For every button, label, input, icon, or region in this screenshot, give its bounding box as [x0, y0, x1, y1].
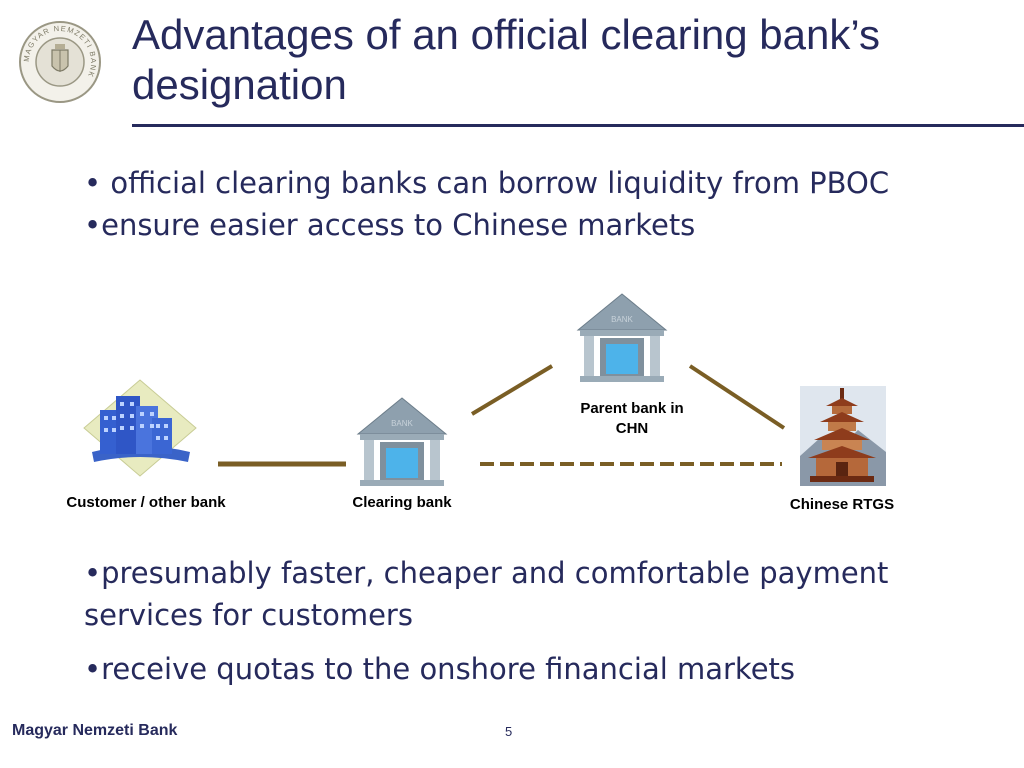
slide-title: Advantages of an official clearing bank’…	[132, 11, 880, 108]
diagram-canvas: BANK BANK	[83, 293, 886, 486]
customer-label: Customer / other bank	[66, 494, 226, 511]
clearing-bank-icon: BANK	[356, 397, 448, 486]
connector-clearing-parent	[470, 364, 554, 416]
page-number: 5	[505, 724, 513, 739]
parent-bank-label-line2: CHN	[615, 420, 649, 437]
top-bullet-list: • official clearing banks can borrow liq…	[84, 162, 984, 246]
parent-bank-label-line1: Parent bank in	[580, 400, 684, 417]
parent-bank-label: Parent bank in CHN	[560, 399, 704, 439]
footer-organization: Magyar Nemzeti Bank	[12, 722, 178, 739]
office-building-icon	[83, 379, 197, 477]
clearing-diagram: BANK BANK	[0, 280, 1024, 540]
parent-bank-icon: BANK	[576, 293, 668, 382]
title-underline	[132, 124, 1024, 127]
rtgs-label: Chinese RTGS	[789, 496, 895, 513]
mnb-seal-logo: MAGYAR NEMZETI BANK	[19, 21, 101, 103]
connector-parent-rtgs	[688, 364, 786, 430]
bullet-item: •presumably faster, cheaper and comforta…	[84, 556, 889, 632]
bullet-item: • official clearing banks can borrow liq…	[84, 166, 890, 200]
pagoda-icon	[800, 386, 886, 486]
clearing-bank-label: Clearing bank	[352, 494, 452, 511]
bank-sign: BANK	[391, 419, 413, 428]
bank-sign: BANK	[611, 315, 633, 324]
bullet-item: •receive quotas to the onshore financial…	[84, 652, 796, 686]
bullet-item: •ensure easier access to Chinese markets	[84, 208, 696, 242]
bottom-bullet-list: •presumably faster, cheaper and comforta…	[84, 552, 984, 690]
